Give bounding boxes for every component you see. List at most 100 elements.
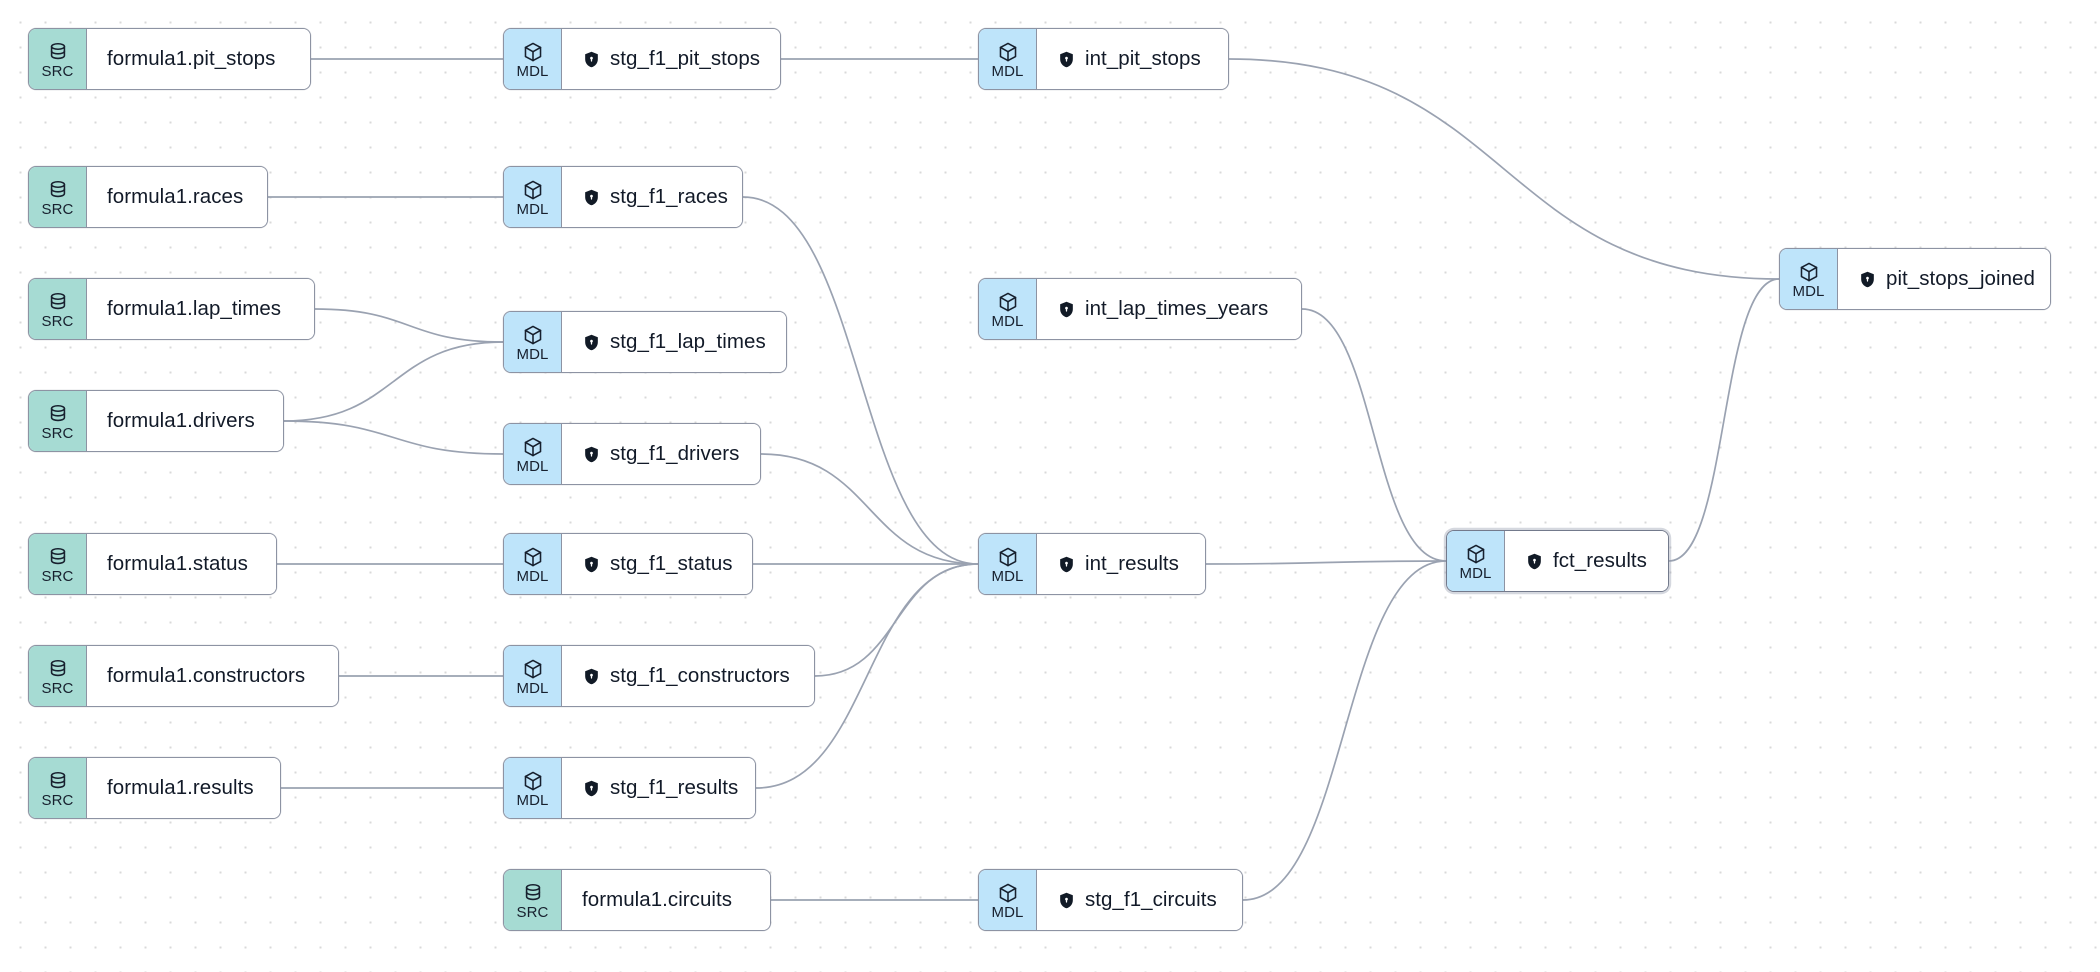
node-body: stg_f1_pit_stops	[562, 29, 780, 89]
node-label: formula1.constructors	[107, 664, 306, 687]
cube-icon	[522, 770, 544, 792]
graph-node-pit_stops_joined[interactable]: MDL pit_stops_joined	[1779, 248, 2051, 310]
shield-icon	[1525, 552, 1544, 571]
model-badge: MDL	[504, 646, 562, 706]
badge-label: MDL	[991, 313, 1024, 330]
cube-icon	[522, 179, 544, 201]
source-badge: SRC	[29, 29, 87, 89]
node-label: stg_f1_constructors	[610, 664, 790, 687]
edge-stg_races-to-int_results	[742, 196, 979, 565]
graph-node-src_status[interactable]: SRC formula1.status	[28, 533, 277, 595]
source-badge: SRC	[29, 534, 87, 594]
node-label: pit_stops_joined	[1886, 267, 2035, 290]
node-label: formula1.pit_stops	[107, 47, 276, 70]
node-body: stg_f1_constructors	[562, 646, 814, 706]
source-badge: SRC	[29, 646, 87, 706]
node-body: formula1.races	[87, 167, 267, 227]
badge-label: MDL	[516, 792, 549, 809]
badge-label: SRC	[41, 313, 74, 330]
cube-icon	[997, 546, 1019, 568]
database-icon	[47, 546, 69, 568]
graph-node-src_pit_stops[interactable]: SRC formula1.pit_stops	[28, 28, 311, 90]
cube-icon	[997, 882, 1019, 904]
graph-node-src_races[interactable]: SRC formula1.races	[28, 166, 268, 228]
shield-icon	[582, 445, 601, 464]
database-icon	[47, 41, 69, 63]
shield-icon	[582, 333, 601, 352]
edge-int_results-to-fct_results	[1205, 560, 1447, 565]
model-badge: MDL	[504, 424, 562, 484]
edge-src_drivers-to-stg_drivers	[283, 420, 504, 455]
shield-icon	[1858, 270, 1877, 289]
node-label: formula1.status	[107, 552, 248, 575]
model-badge: MDL	[979, 29, 1037, 89]
graph-node-fct_results[interactable]: MDL fct_results	[1446, 530, 1669, 592]
edge-src_drivers-to-stg_lap_times	[283, 341, 504, 422]
node-body: int_lap_times_years	[1037, 279, 1301, 339]
badge-label: SRC	[41, 63, 74, 80]
node-body: fct_results	[1505, 531, 1668, 591]
node-body: stg_f1_races	[562, 167, 742, 227]
source-badge: SRC	[29, 167, 87, 227]
graph-node-stg_results[interactable]: MDL stg_f1_results	[503, 757, 756, 819]
shield-icon	[1057, 50, 1076, 69]
cube-icon	[522, 546, 544, 568]
node-label: fct_results	[1553, 549, 1647, 572]
node-label: stg_f1_circuits	[1085, 888, 1217, 911]
graph-node-int_results[interactable]: MDL int_results	[978, 533, 1206, 595]
node-body: formula1.pit_stops	[87, 29, 310, 89]
shield-icon	[1057, 300, 1076, 319]
shield-icon	[582, 667, 601, 686]
edge-fct_results-to-pit_stops_joined	[1668, 278, 1780, 562]
badge-label: MDL	[991, 63, 1024, 80]
badge-label: SRC	[41, 425, 74, 442]
badge-label: MDL	[516, 568, 549, 585]
node-body: formula1.circuits	[562, 870, 770, 930]
node-label: stg_f1_status	[610, 552, 733, 575]
model-badge: MDL	[979, 534, 1037, 594]
node-body: formula1.drivers	[87, 391, 283, 451]
edge-src_lap_times-to-stg_lap_times	[314, 308, 504, 343]
badge-label: SRC	[41, 568, 74, 585]
graph-node-src_constructors[interactable]: SRC formula1.constructors	[28, 645, 339, 707]
node-label: formula1.lap_times	[107, 297, 282, 320]
database-icon	[47, 403, 69, 425]
model-badge: MDL	[1780, 249, 1838, 309]
model-badge: MDL	[1447, 531, 1505, 591]
cube-icon	[997, 41, 1019, 63]
source-badge: SRC	[29, 279, 87, 339]
graph-node-src_lap_times[interactable]: SRC formula1.lap_times	[28, 278, 315, 340]
cube-icon	[522, 324, 544, 346]
graph-node-stg_status[interactable]: MDL stg_f1_status	[503, 533, 753, 595]
graph-node-int_lap_times_yrs[interactable]: MDL int_lap_times_years	[978, 278, 1302, 340]
model-badge: MDL	[504, 167, 562, 227]
node-label: formula1.results	[107, 776, 254, 799]
shield-icon	[582, 555, 601, 574]
node-body: int_results	[1037, 534, 1205, 594]
node-body: stg_f1_results	[562, 758, 755, 818]
model-badge: MDL	[504, 534, 562, 594]
model-badge: MDL	[504, 312, 562, 372]
node-label: int_results	[1085, 552, 1179, 575]
model-badge: MDL	[979, 279, 1037, 339]
database-icon	[47, 179, 69, 201]
node-label: formula1.races	[107, 185, 244, 208]
edge-stg_constructors-to-int_results	[814, 563, 979, 677]
graph-node-src_drivers[interactable]: SRC formula1.drivers	[28, 390, 284, 452]
node-body: formula1.lap_times	[87, 279, 314, 339]
source-badge: SRC	[504, 870, 562, 930]
graph-node-stg_constructors[interactable]: MDL stg_f1_constructors	[503, 645, 815, 707]
model-badge: MDL	[504, 29, 562, 89]
node-label: stg_f1_results	[610, 776, 739, 799]
database-icon	[47, 770, 69, 792]
